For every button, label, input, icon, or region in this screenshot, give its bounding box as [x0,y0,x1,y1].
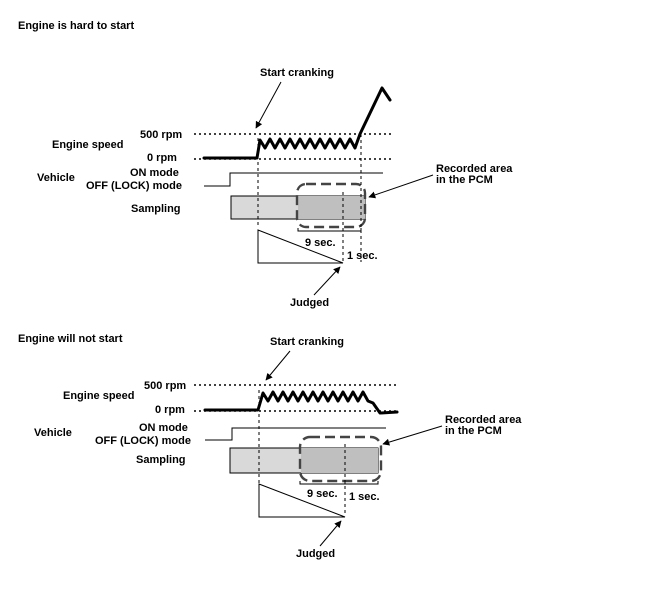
on-mode-label: ON mode [139,422,188,434]
one-sec-bracket [344,481,379,485]
off-mode-label: OFF (LOCK) mode [86,180,182,192]
engine-speed-trace [203,390,399,415]
recorded-area-label-line2: in the PCM [445,425,502,437]
rpm-500-label: 500 rpm [144,380,186,392]
nine-sec-label: 9 sec. [305,237,336,249]
start-cranking-label: Start cranking [260,67,334,79]
vehicle-label: Vehicle [34,427,72,439]
recorded-area-arrow [368,174,434,199]
recorded-area-label-line1: Recorded area [436,163,513,175]
start-cranking-arrow [265,350,291,381]
judgement-timer-ramp [257,229,344,264]
judged-arrow [313,266,341,296]
recorded-area-outline [295,182,367,229]
rpm-500-label: 500 rpm [140,129,182,141]
start-cranking-label: Start cranking [270,336,344,348]
recorded-segment-fill [298,196,365,219]
rpm-0-label: 0 rpm [147,152,177,164]
one-sec-label: 1 sec. [349,491,380,503]
engine-speed-label: Engine speed [52,139,124,151]
vehicle-mode-signal [205,427,386,441]
judgement-timer-ramp [258,483,346,518]
vehicle-label: Vehicle [37,172,75,184]
vehicle-mode-signal [204,172,383,187]
sampling-label: Sampling [136,454,186,466]
rpm-0-label: 0 rpm [155,404,185,416]
off-mode-label: OFF (LOCK) mode [95,435,191,447]
diagram-title: Engine is hard to start [18,20,134,32]
judged-label: Judged [290,297,329,309]
recorded-area-label-line2: in the PCM [436,174,493,186]
sampling-label: Sampling [131,203,181,215]
recorded-area-outline [298,435,383,483]
start-cranking-arrow [255,81,282,129]
recorded-segment-fill [301,448,378,473]
engine-speed-trace [202,86,392,160]
one-sec-label: 1 sec. [347,250,378,262]
recorded-area-arrow [382,425,443,446]
nine-sec-label: 9 sec. [307,488,338,500]
engine-speed-label: Engine speed [63,390,135,402]
judged-arrow [319,520,342,547]
judged-label: Judged [296,548,335,560]
on-mode-label: ON mode [130,167,179,179]
diagram-hard-to-start: Engine is hard to start Start cranking E… [18,20,513,309]
diagram-will-not-start: Engine will not start Start cranking Eng… [18,333,522,560]
one-sec-bracket [342,228,362,232]
recorded-area-label-line1: Recorded area [445,414,522,426]
nine-sec-bracket [297,228,344,232]
diagram-title: Engine will not start [18,333,123,345]
